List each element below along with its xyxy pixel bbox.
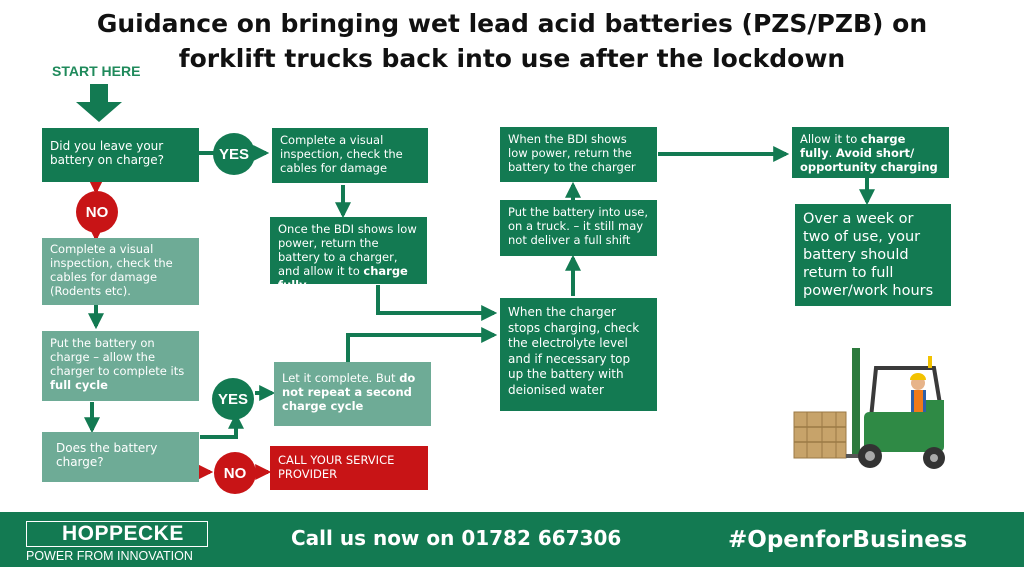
allow-charge-mid: . <box>828 146 836 160</box>
box-charger-stops: When the charger stops charging, check t… <box>500 298 657 411</box>
box-bdi-charge-fully: Once the BDI shows low power, return the… <box>270 217 427 292</box>
title-line-1: Guidance on bringing wet lead acid batte… <box>96 9 928 38</box>
start-arrow <box>76 84 122 122</box>
call-us-text: Call us now on 01782 667306 <box>291 526 622 550</box>
logo-tagline: POWER FROM INNOVATION <box>26 549 193 563</box>
let-complete-text: Let it complete. But <box>282 371 400 385</box>
bdi-charge-bold: charge fully <box>278 264 408 292</box>
open-for-business-hashtag: #OpenforBusiness <box>728 527 968 553</box>
box-visual-inspection: Complete a visual inspection, check the … <box>272 128 428 183</box>
arrow-question-to-yes <box>200 412 244 439</box>
box-let-it-complete: Let it complete. But do not repeat a sec… <box>274 362 431 426</box>
arrow-bdi-to-charger <box>376 285 498 321</box>
no-circle-bottom: NO <box>214 452 256 494</box>
full-cycle-text: Put the battery on charge – allow the ch… <box>50 336 185 378</box>
allow-charge-text: Allow it to <box>800 132 861 146</box>
allow-charge-bold-1: charge fully <box>800 132 906 160</box>
box-bdi-return: When the BDI shows low power, return the… <box>500 127 657 182</box>
box-over-a-week: Over a week or two of use, your battery … <box>795 204 951 306</box>
box-call-service-provider: CALL YOUR SERVICE PROVIDER <box>270 446 428 490</box>
logo-wordmark: HOPPECKE <box>62 522 184 545</box>
start-label: START HERE <box>52 63 141 79</box>
arrow-letcomplete-to-charger <box>346 327 498 362</box>
question-does-battery-charge: Does the battery charge? <box>42 432 199 482</box>
title-line-2: forklift trucks back into use after the … <box>178 44 846 73</box>
logo-frame <box>26 521 208 547</box>
allow-charge-bold-2: Avoid short/ opportunity charging <box>800 146 938 174</box>
box-full-cycle: Put the battery on charge – allow the ch… <box>42 331 199 401</box>
yes-circle-top: YES <box>213 133 255 175</box>
bdi-charge-text: Once the BDI shows low power, return the… <box>278 222 417 278</box>
box-put-into-use: Put the battery into use, on a truck. – … <box>500 200 657 256</box>
box-allow-charge-fully: Allow it to charge fully. Avoid short/ o… <box>792 127 949 178</box>
no-circle-left: NO <box>76 191 118 233</box>
let-complete-bold: do not repeat a second charge cycle <box>282 371 416 413</box>
box-visual-inspection-rodents: Complete a visual inspection, check the … <box>42 238 199 305</box>
forklift-illustration <box>793 348 945 469</box>
full-cycle-bold: full cycle <box>50 378 108 392</box>
page-title: Guidance on bringing wet lead acid batte… <box>0 6 1024 76</box>
question-left-on-charge: Did you leave your battery on charge? <box>42 128 199 182</box>
yes-circle-bottom: YES <box>212 378 254 420</box>
